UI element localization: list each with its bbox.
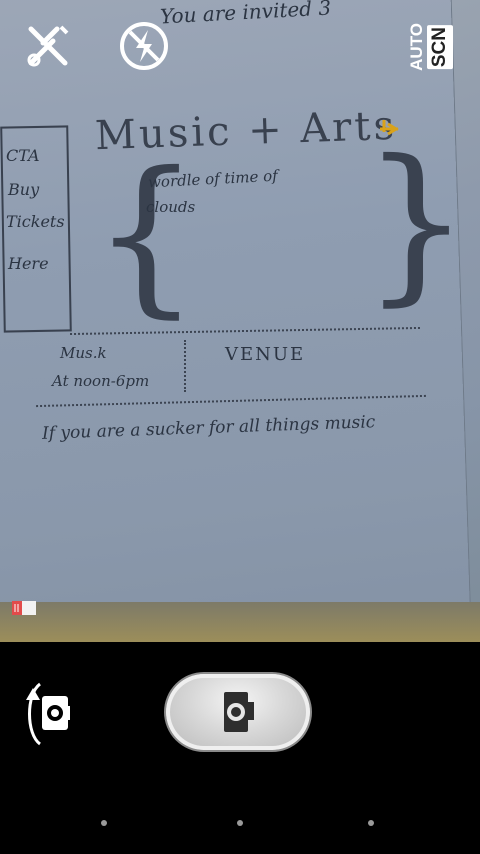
sketch-cta-line: Here [8,254,49,273]
shutter-button[interactable] [166,674,310,750]
sketch-cta-line: Buy [8,180,40,199]
sketch-left-brace: { [92,136,201,334]
camera-viewfinder[interactable]: You are invited 3 Music + Arts CTA Buy T… [0,0,480,642]
nav-dot [237,820,243,826]
nav-dot [368,820,374,826]
sketch-brace-line: clouds [146,198,196,216]
sketch-left-cell: Mus.k [60,344,107,362]
sketch-left-cell: At noon-6pm [52,372,150,390]
focus-indicator-icon [378,118,400,140]
sketch-column-divider [184,340,186,392]
tools-icon[interactable] [22,20,74,72]
scene-mode-scn-label: SCN [427,24,453,70]
sketch-cta-line: Tickets [6,212,65,231]
scene-mode-button[interactable]: AUTO SCN [404,18,456,76]
nav-dot [101,820,107,826]
switch-camera-button[interactable] [18,678,74,750]
scene-mode-auto-label: AUTO [407,23,426,71]
desk-surface [0,602,480,642]
sketch-right-brace: } [362,124,471,322]
sketch-venue: VENUE [225,344,306,365]
switch-camera-icon [26,682,70,746]
storage-icon [12,600,36,616]
sketch-cta-line: CTA [6,146,40,165]
camera-icon [224,692,254,732]
flash-off-icon[interactable] [118,20,170,72]
